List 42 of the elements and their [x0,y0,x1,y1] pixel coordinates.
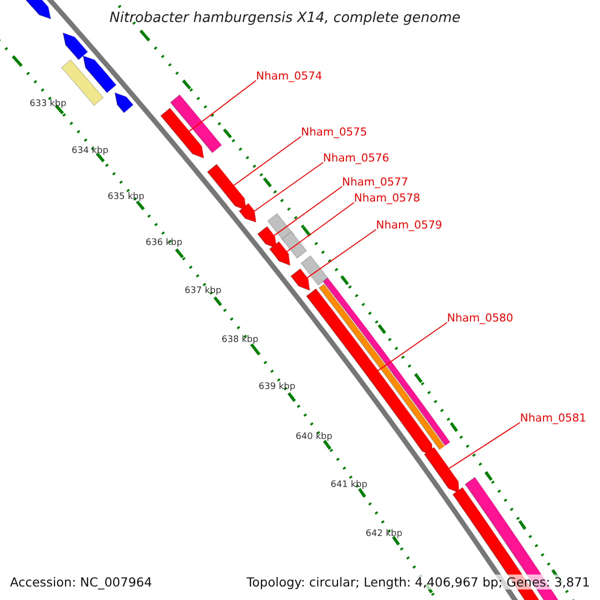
leader-line [448,422,520,469]
scale-label: 641 kbp [330,480,368,490]
scale-label: 638 kbp [222,335,258,345]
gene-feature [170,94,222,154]
gene-feature [62,32,88,60]
scale-label: 639 kbp [258,382,296,392]
gene-feature [256,226,278,250]
accession-text: Accession: NC_007964 [10,574,152,590]
leader-line [274,186,342,236]
leader-line [233,136,302,186]
leader-line [254,162,324,212]
gene-feature [114,92,134,114]
scale-label: 640 kbp [296,432,332,442]
scale-label: 642 kbp [366,529,402,539]
genome-info-text: Topology: circular; Length: 4,406,967 bp; Genes: 3,871 [246,574,590,590]
gene-feature [300,255,328,286]
gene-label: Nham_0575 [301,126,368,138]
gene-label: Nham_0578 [354,192,420,204]
leader-line [306,229,376,278]
gene-feature [82,55,117,94]
gene-label: Nham_0580 [447,312,514,324]
gene-feature [160,107,204,159]
scale-label: 637 kbp [184,286,222,296]
gene-label: Nham_0576 [323,152,390,164]
scale-label: 635 kbp [108,192,144,202]
scale-label: 634 kbp [72,146,108,156]
scale-label: 636 kbp [146,238,182,248]
gene-feature [424,446,460,494]
gene-feature [268,240,291,266]
title: Nitrobacter hamburgensis X14, complete genome [110,10,460,26]
gene-feature [206,164,247,211]
leader-line [188,80,256,132]
scale-label: 633 kbp [30,99,66,109]
gene-label: Nham_0579 [376,218,442,232]
gene-label: Nham_0577 [342,176,408,188]
leader-line [286,202,354,252]
gene-feature [281,230,308,259]
gene-feature [290,268,310,292]
leader-line [378,322,448,372]
gene-label: Nham_0574 [256,70,322,82]
gene-feature [238,202,256,223]
gene-label: Nham_0581 [520,412,586,424]
